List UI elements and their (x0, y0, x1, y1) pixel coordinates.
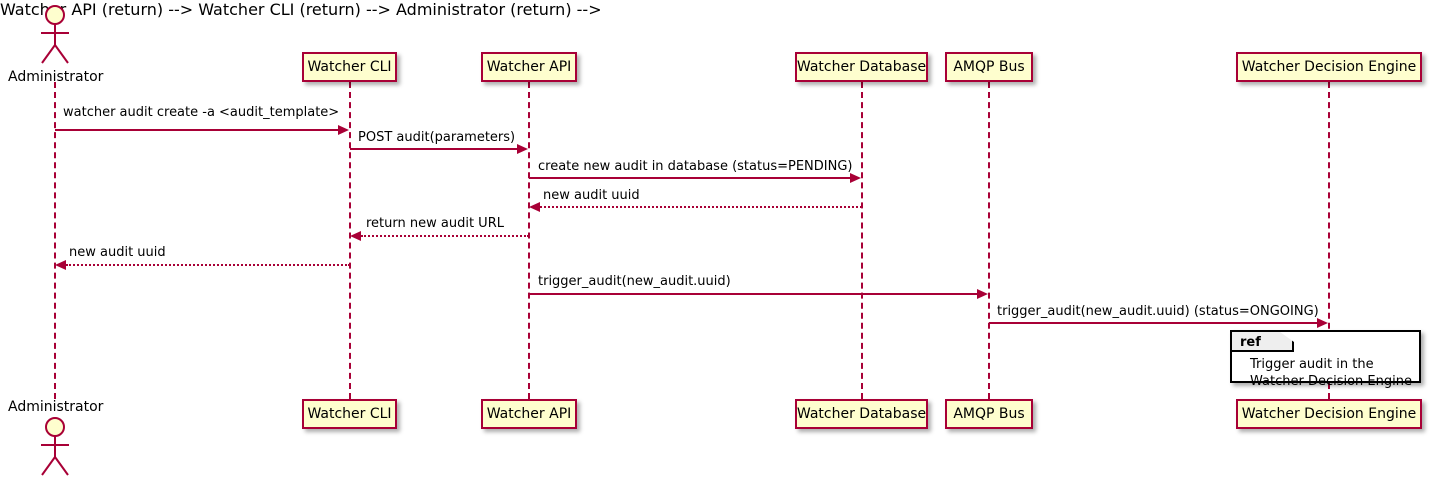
message-arrowhead-m1 (338, 125, 349, 135)
message-arrowhead-m7 (977, 289, 988, 299)
lifeline-administrator (54, 82, 56, 399)
message-line-m5 (361, 235, 529, 237)
message-line-m3 (529, 177, 851, 179)
ref-fragment-line-1: Trigger audit in the (1250, 357, 1374, 372)
message-arrowhead-m2 (517, 144, 528, 154)
message-label-m4: new audit uuid (543, 188, 640, 203)
participant-watcher-database-top[interactable]: Watcher Database (795, 52, 928, 82)
ref-fragment-tab (1232, 332, 1294, 352)
message-label-m5: return new audit URL (366, 216, 504, 231)
message-arrowhead-m3 (850, 173, 861, 183)
actor-administrator-bottom-icon (26, 416, 86, 476)
message-line-m7 (529, 293, 978, 295)
message-line-m1 (55, 129, 339, 131)
message-line-m6 (66, 264, 350, 266)
participant-amqp-bus-bottom[interactable]: AMQP Bus (945, 399, 1033, 429)
message-label-m7: trigger_audit(new_audit.uuid) (538, 274, 731, 289)
message-arrowhead-m6 (55, 260, 66, 270)
ref-fragment: ref Trigger audit in the Watcher Decisio… (1230, 330, 1421, 389)
ref-fragment-body: Trigger audit in the Watcher Decision En… (1250, 356, 1412, 390)
participant-watcher-cli-bottom[interactable]: Watcher CLI (302, 399, 397, 429)
message-line-m4 (540, 206, 862, 208)
message-arrowhead-m5 (350, 231, 361, 241)
participant-watcher-cli-top[interactable]: Watcher CLI (302, 52, 397, 82)
participant-amqp-bus-top[interactable]: AMQP Bus (945, 52, 1033, 82)
participant-watcher-database-bottom[interactable]: Watcher Database (795, 399, 928, 429)
message-arrowhead-m4 (529, 202, 540, 212)
message-label-m2: POST audit(parameters) (358, 130, 516, 145)
message-label-m6: new audit uuid (69, 245, 166, 260)
message-label-m1: watcher audit create -a <audit_template> (63, 105, 340, 120)
message-line-m2 (350, 148, 518, 150)
lifeline-amqp-bus (988, 82, 990, 399)
lifeline-watcher-api (528, 82, 530, 399)
participant-watcher-api-bottom[interactable]: Watcher API (481, 399, 577, 429)
participant-watcher-decision-engine-top[interactable]: Watcher Decision Engine (1236, 52, 1422, 82)
ref-fragment-tab-label: ref (1240, 335, 1261, 350)
lifeline-watcher-decision-engine (1328, 82, 1330, 399)
lifeline-watcher-database (861, 82, 863, 399)
actor-administrator-bottom-label: Administrator (8, 399, 104, 415)
ref-fragment-line-2: Watcher Decision Engine (1250, 374, 1412, 389)
participant-watcher-api-top[interactable]: Watcher API (481, 52, 577, 82)
message-label-m8: trigger_audit(new_audit.uuid) (status=ON… (997, 304, 1319, 319)
message-line-m8 (989, 322, 1318, 324)
actor-administrator-top-icon (26, 4, 86, 64)
message-arrowhead-m8 (1317, 318, 1328, 328)
actor-administrator-top-label: Administrator (8, 69, 104, 85)
message-label-m3: create new audit in database (status=PEN… (538, 159, 853, 174)
participant-watcher-decision-engine-bottom[interactable]: Watcher Decision Engine (1236, 399, 1422, 429)
